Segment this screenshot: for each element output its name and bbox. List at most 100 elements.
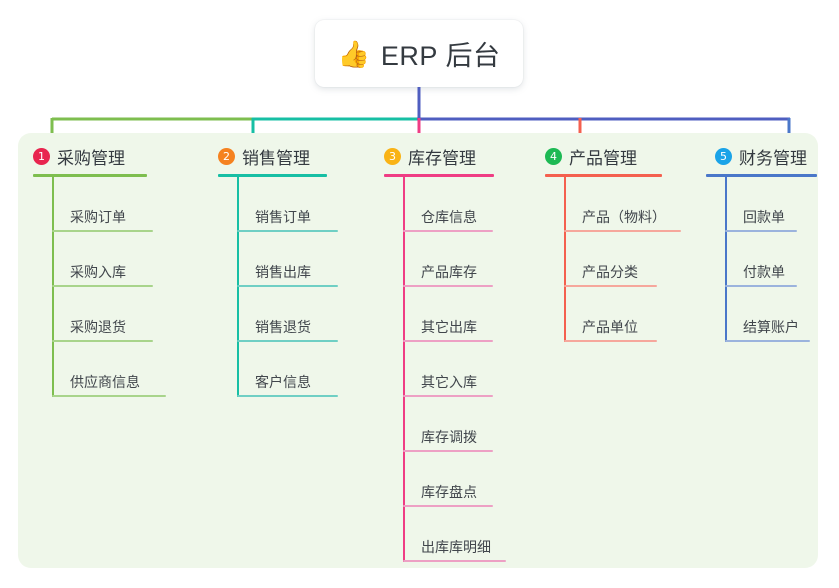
leaf-spine-finance <box>725 177 727 342</box>
branch-badge-3: 3 <box>384 147 401 165</box>
leaf-item[interactable]: 供应商信息 <box>18 342 198 397</box>
leaf-item[interactable]: 库存盘点 <box>369 452 549 507</box>
leaf-rule <box>237 395 338 397</box>
leaf-rule <box>564 285 657 287</box>
branch-title-sales: 销售管理 <box>242 148 310 168</box>
leaf-label: 其它入库 <box>421 374 477 390</box>
leaf-item[interactable]: 销售出库 <box>203 232 383 287</box>
leaf-label: 库存盘点 <box>421 484 477 500</box>
leaf-rule <box>725 340 810 342</box>
leaf-rule <box>52 285 153 287</box>
leaf-label: 其它出库 <box>421 319 477 335</box>
thumbs-up-icon: 👍 <box>337 38 370 69</box>
leaf-item[interactable]: 销售退货 <box>203 287 383 342</box>
branch-rule-sales <box>218 174 327 177</box>
branch-column-inventory: 3 库存管理 仓库信息 产品库存 其它出库 其它入库 库存调拨 <box>369 143 549 562</box>
leaf-label: 结算账户 <box>743 319 799 335</box>
leaf-item[interactable]: 库存调拨 <box>369 397 549 452</box>
leaf-rule <box>237 340 338 342</box>
leaf-item[interactable]: 付款单 <box>700 232 839 287</box>
leaf-rule <box>403 230 493 232</box>
leaf-list-product: 产品（物料） 产品分类 产品单位 <box>530 177 720 342</box>
branch-title-finance: 财务管理 <box>739 148 807 168</box>
leaf-item[interactable]: 采购订单 <box>18 177 198 232</box>
leaf-rule <box>237 285 338 287</box>
branch-header-sales[interactable]: 2 销售管理 <box>203 143 383 169</box>
branch-badge-2: 2 <box>218 147 235 165</box>
leaf-label: 供应商信息 <box>70 374 140 390</box>
leaf-label: 产品（物料） <box>582 209 666 225</box>
branch-badge-1: 1 <box>33 147 50 165</box>
leaf-item[interactable]: 结算账户 <box>700 287 839 342</box>
branch-header-inventory[interactable]: 3 库存管理 <box>369 143 549 169</box>
leaf-item[interactable]: 产品库存 <box>369 232 549 287</box>
leaf-item[interactable]: 其它入库 <box>369 342 549 397</box>
leaf-label: 库存调拨 <box>421 429 477 445</box>
leaf-rule <box>403 340 493 342</box>
leaf-item[interactable]: 仓库信息 <box>369 177 549 232</box>
branch-column-product: 4 产品管理 产品（物料） 产品分类 产品单位 <box>530 143 720 342</box>
branch-rule-finance <box>706 174 817 177</box>
leaf-spine-sales <box>237 177 239 397</box>
leaf-label: 付款单 <box>743 264 785 280</box>
branch-header-purchasing[interactable]: 1 采购管理 <box>18 143 198 169</box>
leaf-spine-inventory <box>403 177 405 562</box>
leaf-rule <box>403 395 493 397</box>
leaf-label: 采购退货 <box>70 319 126 335</box>
leaf-label: 产品单位 <box>582 319 638 335</box>
leaf-label: 客户信息 <box>255 374 311 390</box>
branch-title-product: 产品管理 <box>569 148 637 168</box>
branch-rule-inventory <box>384 174 494 177</box>
leaf-item[interactable]: 产品单位 <box>530 287 720 342</box>
root-node-label: ERP 后台 <box>380 41 501 71</box>
branch-header-finance[interactable]: 5 财务管理 <box>700 143 839 169</box>
leaf-label: 销售退货 <box>255 319 311 335</box>
leaf-label: 出库库明细 <box>421 539 491 555</box>
leaf-item[interactable]: 出库库明细 <box>369 507 549 562</box>
root-node-erp-backend[interactable]: 👍 ERP 后台 <box>315 20 523 87</box>
leaf-rule <box>52 230 153 232</box>
leaf-rule <box>564 230 681 232</box>
branch-badge-5: 5 <box>715 147 732 165</box>
branch-rule-product <box>545 174 662 177</box>
leaf-item[interactable]: 采购退货 <box>18 287 198 342</box>
leaf-rule <box>725 285 797 287</box>
leaf-item[interactable]: 客户信息 <box>203 342 383 397</box>
leaf-rule <box>403 505 493 507</box>
branch-column-finance: 5 财务管理 回款单 付款单 结算账户 <box>700 143 839 342</box>
branch-column-purchasing: 1 采购管理 采购订单 采购入库 采购退货 供应商信息 <box>18 143 198 397</box>
leaf-list-inventory: 仓库信息 产品库存 其它出库 其它入库 库存调拨 库存盘点 <box>369 177 549 562</box>
branch-title-inventory: 库存管理 <box>408 148 476 168</box>
branch-header-product[interactable]: 4 产品管理 <box>530 143 720 169</box>
leaf-label: 产品分类 <box>582 264 638 280</box>
leaf-label: 回款单 <box>743 209 785 225</box>
leaf-label: 采购订单 <box>70 209 126 225</box>
leaf-label: 产品库存 <box>421 264 477 280</box>
leaf-rule <box>403 560 506 562</box>
leaf-spine-purchasing <box>52 177 54 397</box>
branch-column-sales: 2 销售管理 销售订单 销售出库 销售退货 客户信息 <box>203 143 383 397</box>
leaf-label: 销售出库 <box>255 264 311 280</box>
branch-title-purchasing: 采购管理 <box>57 148 125 168</box>
leaf-item[interactable]: 产品分类 <box>530 232 720 287</box>
leaf-item[interactable]: 销售订单 <box>203 177 383 232</box>
leaf-label: 销售订单 <box>255 209 311 225</box>
leaf-rule <box>403 285 493 287</box>
leaf-list-sales: 销售订单 销售出库 销售退货 客户信息 <box>203 177 383 397</box>
leaf-label: 仓库信息 <box>421 209 477 225</box>
branch-rule-purchasing <box>33 174 147 177</box>
leaf-rule <box>237 230 338 232</box>
leaf-list-finance: 回款单 付款单 结算账户 <box>700 177 839 342</box>
leaf-rule <box>725 230 797 232</box>
leaf-list-purchasing: 采购订单 采购入库 采购退货 供应商信息 <box>18 177 198 397</box>
leaf-spine-product <box>564 177 566 342</box>
diagram-panel <box>18 133 818 568</box>
leaf-item[interactable]: 产品（物料） <box>530 177 720 232</box>
leaf-rule <box>52 395 166 397</box>
leaf-item[interactable]: 采购入库 <box>18 232 198 287</box>
leaf-item[interactable]: 其它出库 <box>369 287 549 342</box>
leaf-item[interactable]: 回款单 <box>700 177 839 232</box>
leaf-rule <box>52 340 153 342</box>
leaf-rule <box>403 450 493 452</box>
